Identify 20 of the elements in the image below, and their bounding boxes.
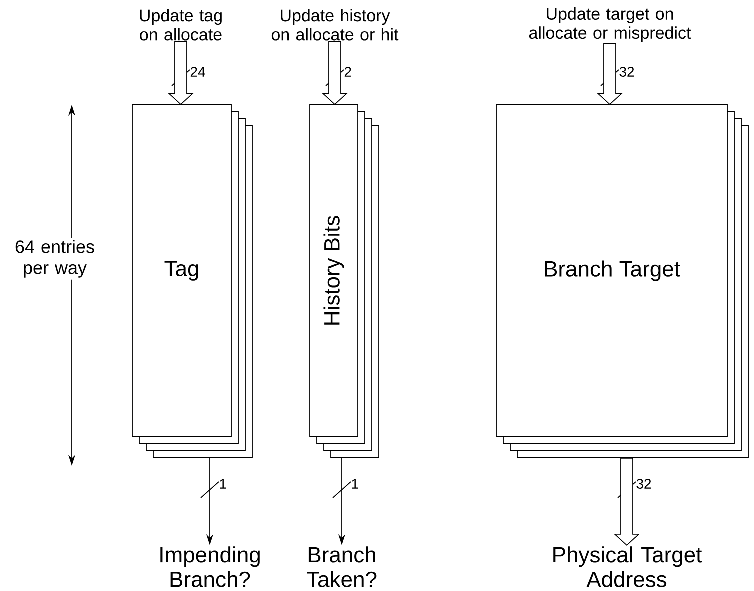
stacked-table-box: History Bits xyxy=(310,104,380,458)
arrow xyxy=(168,42,194,106)
bus-width-label: 1 xyxy=(220,479,226,489)
arrow xyxy=(614,458,640,546)
output-label: Branch Taken? xyxy=(307,546,377,588)
input-label: Update target on allocate or mispredict xyxy=(529,8,692,42)
arrow xyxy=(596,43,624,106)
output-label: Impending Branch? xyxy=(160,546,260,588)
dimension-label: 64 entries per way xyxy=(8,238,102,280)
bus-width-label: 1 xyxy=(352,479,358,489)
stacked-table-box: Tag xyxy=(132,104,253,458)
output-label: Physical Target Address xyxy=(554,546,702,588)
bus-width-label: 24 xyxy=(190,67,206,77)
arrow xyxy=(322,42,348,106)
bus-width-label: 32 xyxy=(620,67,634,77)
input-label: Update history on allocate or hit xyxy=(272,9,399,41)
bus-width-label: 2 xyxy=(344,67,352,77)
input-label: Update tag on allocate xyxy=(140,9,222,41)
bus-width-label: 32 xyxy=(636,479,652,489)
stacked-table-box: Branch Target xyxy=(496,104,749,458)
